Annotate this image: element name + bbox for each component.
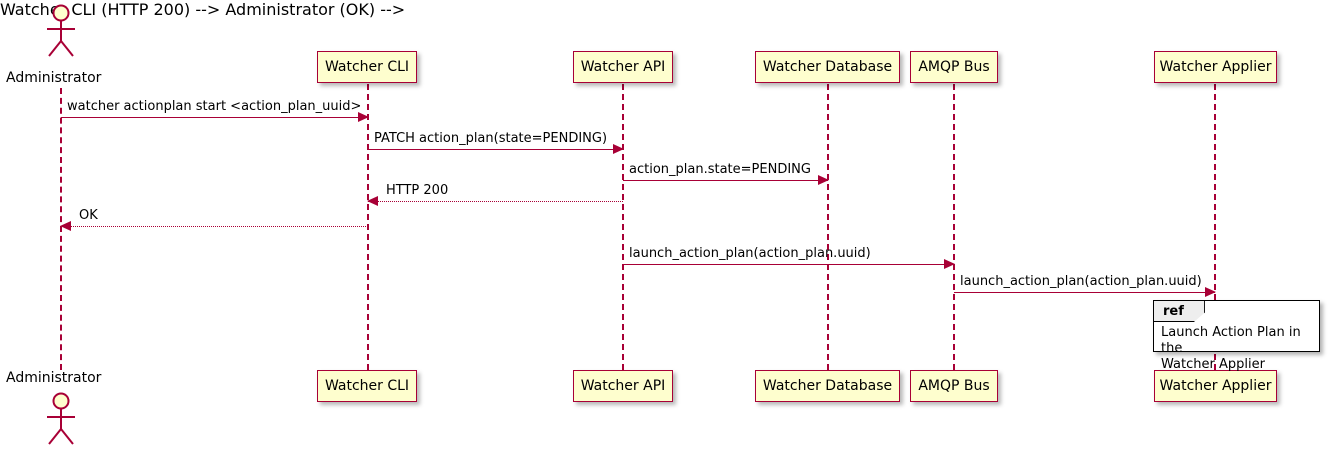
message-line [623,264,954,265]
message-line [368,149,623,150]
actor-administrator-bottom [39,392,83,446]
actor-stick-figure-icon [47,4,75,57]
participant-watcher-applier-top[interactable]: Watcher Applier [1154,51,1277,83]
lifeline-watcher-database [827,84,829,370]
message-line [954,292,1215,293]
arrowhead-right-icon [818,175,829,185]
arrowhead-right-icon [944,259,955,269]
message-line [61,117,368,118]
ref-fragment-body: Launch Action Plan in the Watcher Applie… [1161,325,1314,373]
message-label: launch_action_plan(action_plan.uuid) [960,274,1202,289]
message-label: PATCH action_plan(state=PENDING) [374,131,608,146]
message-label: launch_action_plan(action_plan.uuid) [629,246,871,261]
participant-watcher-applier-bottom[interactable]: Watcher Applier [1154,370,1277,402]
participant-watcher-api-bottom[interactable]: Watcher API [573,370,673,402]
arrowhead-right-icon [613,144,624,154]
ref-fragment: ref Launch Action Plan in the Watcher Ap… [1153,300,1320,372]
lifeline-watcher-api [622,84,624,370]
arrowhead-left-icon [60,221,71,231]
ref-fragment-line-1: Launch Action Plan in the [1161,325,1301,356]
actor-label-administrator-top: Administrator [6,70,102,86]
lifeline-watcher-cli [367,84,369,370]
participant-amqp-bus-bottom[interactable]: AMQP Bus [910,370,998,402]
ref-fragment-keyword: ref [1154,301,1205,322]
message-label: action_plan.state=PENDING [629,162,811,177]
participant-watcher-database-bottom[interactable]: Watcher Database [755,370,900,402]
arrowhead-right-icon [358,112,369,122]
participant-watcher-database-top[interactable]: Watcher Database [755,51,900,83]
participant-watcher-cli-top[interactable]: Watcher CLI [317,51,417,83]
message-label: HTTP 200 [386,183,449,198]
arrowhead-right-icon [1205,287,1216,297]
lifeline-amqp-bus [953,84,955,370]
actor-stick-figure-icon [47,392,75,445]
actor-label-administrator-bottom: Administrator [6,370,102,386]
lifeline-watcher-applier [1214,84,1216,370]
participant-watcher-cli-bottom[interactable]: Watcher CLI [317,370,417,402]
ref-fragment-line-2: Watcher Applier [1161,357,1265,372]
arrowhead-left-icon [367,196,378,206]
message-label: OK [79,208,98,223]
message-line [623,180,828,181]
participant-amqp-bus-top[interactable]: AMQP Bus [910,51,998,83]
actor-administrator-top [39,4,83,58]
participant-watcher-api-top[interactable]: Watcher API [573,51,673,83]
message-line [61,226,368,227]
message-label: watcher actionplan start <action_plan_uu… [67,99,362,114]
message-line [368,201,623,202]
